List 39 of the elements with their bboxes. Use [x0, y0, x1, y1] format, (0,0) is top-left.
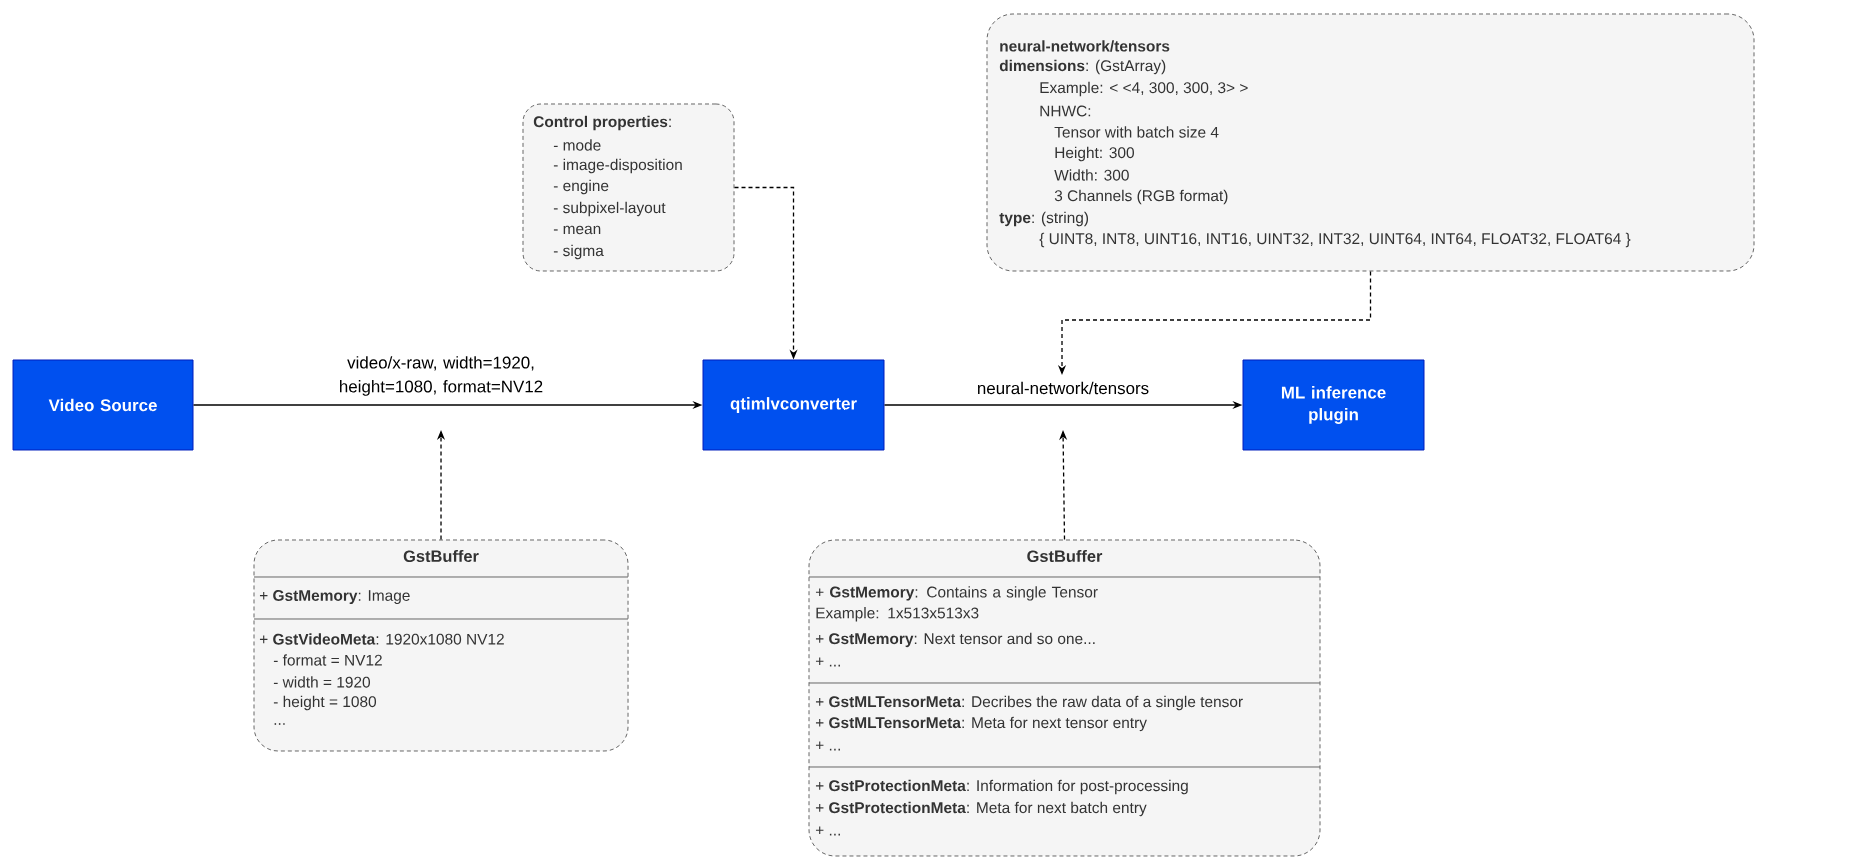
edge-label: neural-network/tensors: [978, 381, 1149, 395]
edge-label: video/x-raw, width=1920, height=1080, format=NV12: [340, 356, 543, 396]
property-list-text: Control properties:: [533, 115, 671, 131]
tensor-caps-text: Height: 300: [1055, 146, 1134, 162]
buffer-field-text: + ...: [815, 741, 840, 751]
buffer-field-text: + GstMemory: Image: [259, 590, 410, 604]
buffer-title: GstBuffer: [403, 549, 479, 563]
buffer-field-text: + GstProtectionMeta: Meta for next batch entry: [815, 801, 1147, 817]
buffer-field-text: + GstVideoMeta: 1920x1080 NV12: [259, 633, 504, 645]
tensor-caps-text: Example: < <4, 300, 300, 3> >: [1040, 81, 1248, 97]
property-list-text: - engine: [553, 179, 609, 195]
tensor-caps-text: Width: 300: [1054, 169, 1129, 181]
buffer-field-text: - height = 1080: [273, 695, 377, 711]
process-box: qtimlvconverter: [702, 359, 885, 451]
buffer-field-text: - format = NV12: [273, 654, 382, 666]
buffer-field-text: + ...: [815, 657, 840, 667]
property-list-text: - mode: [553, 139, 601, 151]
process-box: Video Source: [12, 359, 194, 451]
buffer-title: GstBuffer: [1027, 549, 1103, 563]
tensor-caps-text: dimensions: (GstArray): [999, 59, 1166, 75]
property-list-text: - subpixel-layout: [553, 201, 666, 217]
buffer-field-text: + GstProtectionMeta: Information for post-processing: [815, 779, 1188, 795]
tensor-caps-text: NHWC:: [1040, 105, 1091, 117]
buffer-field-text: + ...: [815, 826, 840, 836]
tensor-caps-text: neural-network/tensors: [1000, 40, 1170, 52]
tensor-caps-text: { UINT8, INT8, UINT16, INT16, UINT32, INT32, UINT64, INT64, FLOAT32, FLOAT64 }: [1039, 232, 1631, 248]
tensor-caps-text: type: (string): [999, 211, 1089, 227]
buffer-field-text: - width = 1920: [273, 676, 370, 688]
buffer-field-text: + GstMLTensorMeta: Decribes the raw data of a single tensor: [815, 695, 1243, 711]
buffer-field-text: + GstMemory: Next tensor and so one...: [815, 632, 1095, 648]
buffer-field-text: + GstMemory: Contains a single Tensor Example: 1x513x513x3: [815, 586, 1098, 622]
property-list-text: - mean: [553, 225, 601, 235]
buffer-field-text: ...: [274, 723, 285, 725]
process-box: ML inference plugin: [1242, 359, 1425, 451]
tensor-caps-text: 3 Channels (RGB format): [1054, 189, 1228, 205]
property-list-text: - image-disposition: [553, 158, 682, 174]
tensor-caps-text: Tensor with batch size 4: [1054, 126, 1219, 138]
buffer-field-text: + GstMLTensorMeta: Meta for next tensor entry: [815, 716, 1147, 732]
property-list-text: - sigma: [553, 244, 604, 260]
